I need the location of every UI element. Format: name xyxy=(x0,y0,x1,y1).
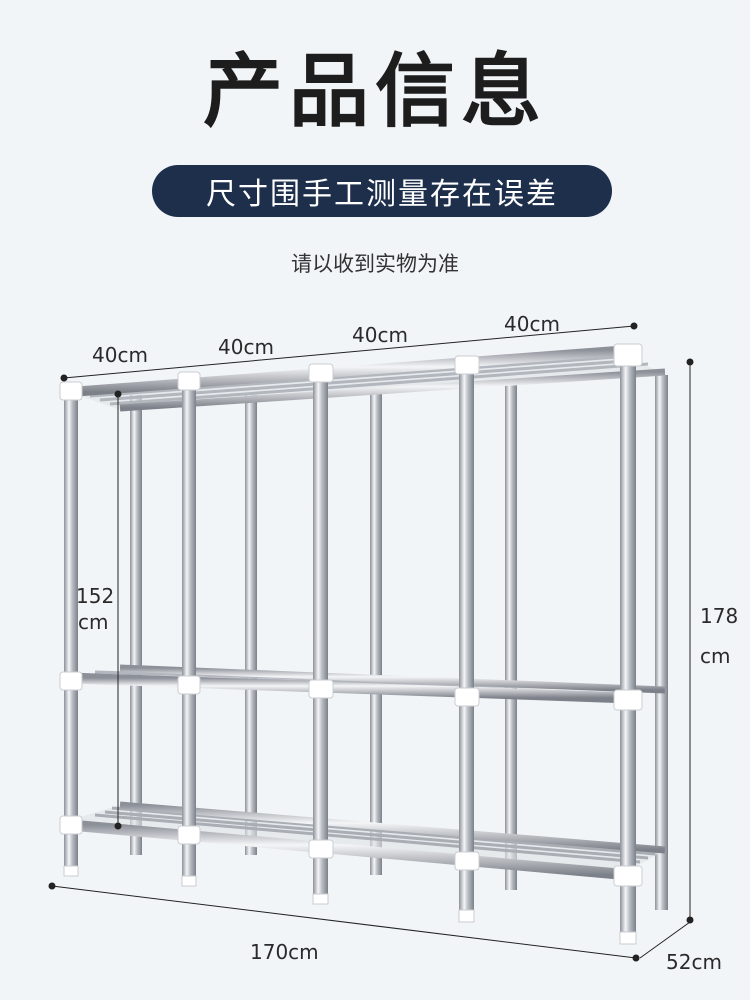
total-height-value: 178 xyxy=(700,604,739,628)
total-height-unit: cm xyxy=(700,644,731,668)
connectors xyxy=(59,343,643,887)
page-title: 产品信息 xyxy=(203,45,547,138)
note-text: 请以收到实物为准 xyxy=(291,252,459,276)
top-shelf xyxy=(69,345,666,412)
depth-label: 52cm xyxy=(666,950,722,974)
section-width-label-3: 40cm xyxy=(352,323,408,347)
inner-height-value: 152 xyxy=(76,584,115,608)
back-poles xyxy=(130,375,668,910)
bottom-shelf xyxy=(69,801,666,881)
section-width-label-2: 40cm xyxy=(218,335,274,359)
total-width-label: 170cm xyxy=(250,940,319,964)
foot-caps xyxy=(63,865,637,945)
front-poles xyxy=(64,350,636,940)
middle-shelf xyxy=(69,664,666,704)
section-width-label-1: 40cm xyxy=(92,343,148,367)
section-width-label-4: 40cm xyxy=(504,312,560,336)
subtitle-text: 尺寸围手工测量存在误差 xyxy=(206,177,558,212)
inner-height-unit: cm xyxy=(78,610,109,634)
subtitle-banner: 尺寸围手工测量存在误差 xyxy=(152,165,612,217)
dimension-lines xyxy=(48,322,694,962)
